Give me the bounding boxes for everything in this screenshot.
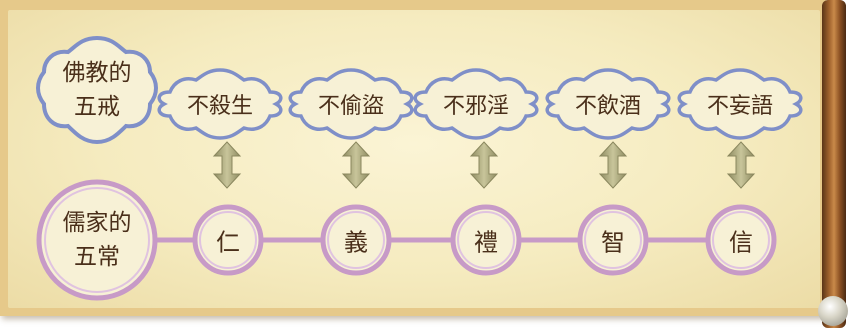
buddhism-heading-line1: 佛教的 bbox=[62, 60, 132, 86]
correspondence-arrow bbox=[469, 141, 499, 189]
correspondence-arrow bbox=[726, 141, 756, 189]
confucian-heading-circle bbox=[36, 179, 158, 301]
confucian-heading: 儒家的 五常 bbox=[63, 206, 132, 274]
virtue-label: 信 bbox=[729, 228, 753, 257]
precept-cloud bbox=[157, 68, 283, 140]
scroll-roller bbox=[822, 0, 846, 328]
virtue-label: 仁 bbox=[216, 228, 240, 257]
confucian-heading-circle-inner bbox=[44, 187, 150, 293]
confucian-heading-line1: 儒家的 bbox=[62, 210, 132, 236]
scroll-roller-knob bbox=[818, 296, 848, 326]
virtue-circle-inner bbox=[457, 211, 515, 269]
virtue-circle-inner bbox=[199, 211, 257, 269]
virtue-circle-inner bbox=[584, 211, 642, 269]
virtue-circle bbox=[450, 204, 522, 276]
virtue-circle bbox=[192, 204, 264, 276]
correspondence-arrow bbox=[212, 141, 242, 189]
precept-label: 不偷盜 bbox=[317, 94, 385, 119]
buddhism-heading-cloud bbox=[36, 35, 158, 145]
precept-label: 不飲酒 bbox=[574, 94, 642, 119]
buddhism-heading-line2: 五戒 bbox=[74, 94, 120, 120]
virtue-circle bbox=[320, 204, 392, 276]
virtue-circle bbox=[705, 204, 777, 276]
buddhism-heading: 佛教的 五戒 bbox=[63, 56, 132, 124]
correspondence-arrow bbox=[341, 141, 371, 189]
precept-cloud bbox=[413, 68, 539, 140]
precept-label: 不妄語 bbox=[706, 94, 774, 119]
virtue-circle-inner bbox=[327, 211, 385, 269]
confucian-heading-line2: 五常 bbox=[74, 244, 120, 270]
precept-cloud bbox=[545, 68, 671, 140]
precept-label: 不殺生 bbox=[186, 94, 254, 119]
virtue-circle bbox=[577, 204, 649, 276]
precept-label: 不邪淫 bbox=[442, 94, 510, 119]
virtue-label: 義 bbox=[344, 228, 368, 257]
correspondence-arrow bbox=[598, 141, 628, 189]
virtue-circle-inner bbox=[712, 211, 770, 269]
precept-cloud bbox=[288, 68, 414, 140]
precept-cloud bbox=[677, 68, 803, 140]
virtue-label: 禮 bbox=[474, 228, 498, 257]
virtue-label: 智 bbox=[601, 228, 625, 257]
